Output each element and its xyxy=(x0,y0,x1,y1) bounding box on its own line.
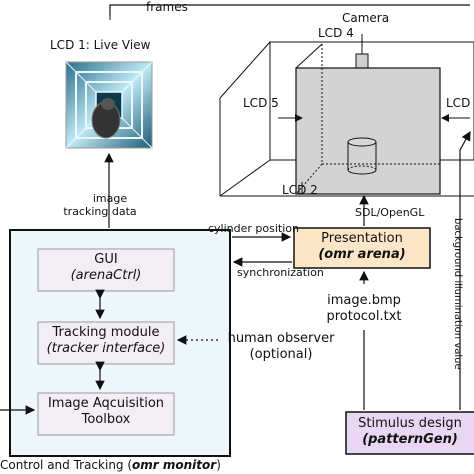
stimulus-text: Stimulus design (patternGen) xyxy=(346,416,474,448)
control-label-name: omr monitor xyxy=(132,458,217,472)
gui-box xyxy=(37,248,175,292)
presentation-title: Presentation xyxy=(321,231,403,246)
lcd4-label: LCD 4 xyxy=(318,26,354,40)
human-observer-label: human observer xyxy=(227,331,335,346)
tracking-box xyxy=(37,321,175,365)
presentation-text: Presentation (omr arena) xyxy=(294,231,430,263)
frames-line xyxy=(109,4,470,16)
stimulus-title: Stimulus design xyxy=(358,416,462,431)
image-bmp-label: image.bmp xyxy=(327,293,401,308)
lcd5-label: LCD 5 xyxy=(243,96,279,110)
lcd1-label: LCD 1: Live View xyxy=(50,38,151,52)
camera-label: Camera xyxy=(342,11,390,25)
live-view-screen xyxy=(65,61,153,149)
background-label: background illumination value xyxy=(452,218,463,370)
arena-cube xyxy=(219,41,474,197)
tracking-data-label: tracking data xyxy=(63,205,137,218)
gui-subtitle: (arenaCtrl) xyxy=(70,268,142,283)
acquisition-text: Image Aqcuisition Toolbox xyxy=(38,396,174,428)
gui-text: GUI (arenaCtrl) xyxy=(38,252,174,284)
sdl-label: SDL/OpenGL xyxy=(355,206,425,219)
stimulus-box xyxy=(345,411,474,455)
acquisition-subtitle: Toolbox xyxy=(81,412,131,427)
image-label: image xyxy=(92,192,128,205)
synchronization-label: synchronization xyxy=(237,266,324,279)
acquisition-title: Image Aqcuisition xyxy=(47,396,165,411)
control-label-suffix: ) xyxy=(216,458,221,472)
tracking-subtitle: (tracker interface) xyxy=(46,341,166,356)
acquisition-box xyxy=(37,392,175,436)
control-box-label: Control and Tracking (omr monitor) xyxy=(0,458,221,472)
arena-box xyxy=(295,67,441,195)
presentation-subtitle: (omr arena) xyxy=(318,247,406,262)
tracking-title: Tracking module xyxy=(52,325,160,340)
stimulus-subtitle: (patternGen) xyxy=(362,432,458,447)
gui-title: GUI xyxy=(94,252,118,267)
camera-icon xyxy=(355,53,369,69)
lcd2-label: LCD 2 xyxy=(282,183,318,197)
optional-label: (optional) xyxy=(249,347,313,362)
lcd3-label: LCD xyxy=(446,96,471,110)
frames-label: frames xyxy=(146,0,188,14)
tracking-text: Tracking module (tracker interface) xyxy=(38,325,174,357)
cylinder-position-label: cylinder position xyxy=(208,222,299,235)
presentation-box xyxy=(293,227,431,269)
protocol-label: protocol.txt xyxy=(326,309,402,324)
cylinder-icon xyxy=(347,137,377,175)
control-label-prefix: Control and Tracking ( xyxy=(0,458,133,472)
